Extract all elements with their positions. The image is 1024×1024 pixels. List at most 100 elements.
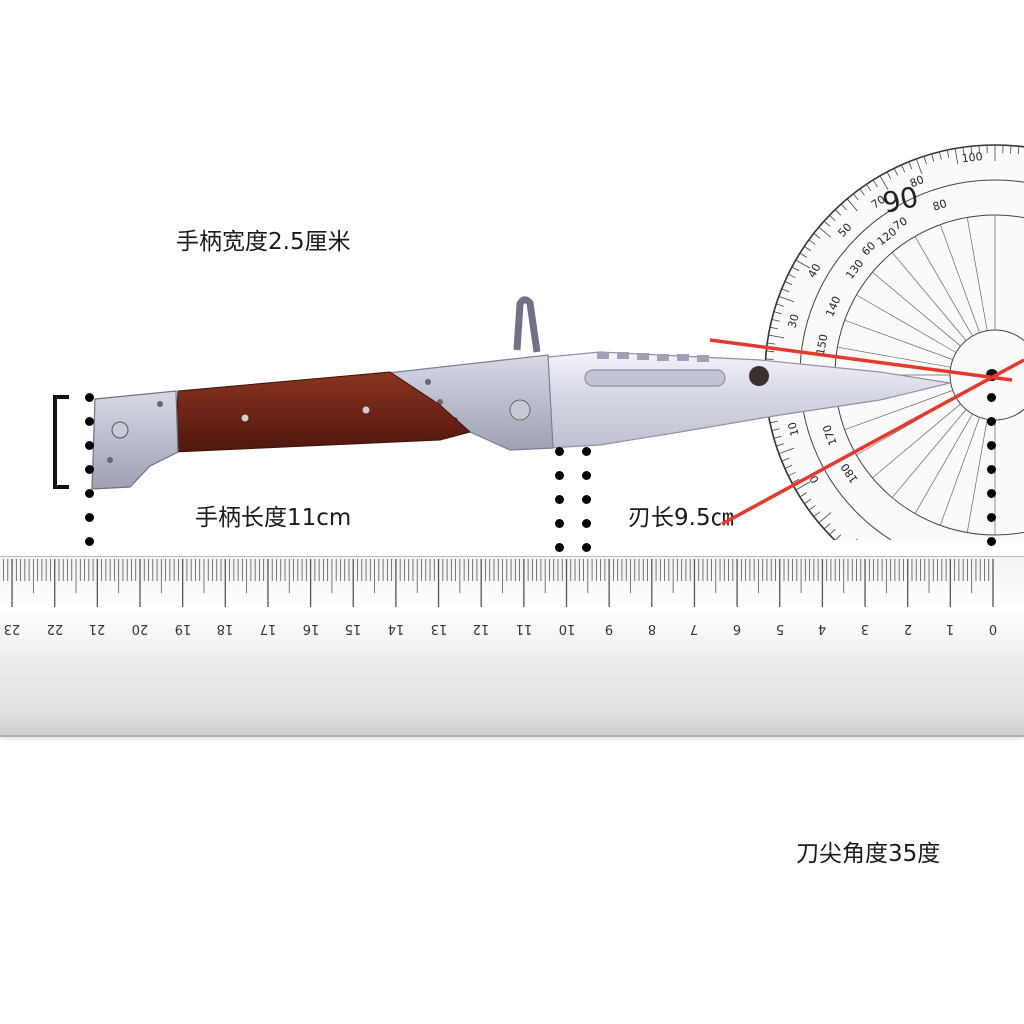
protractor-ray bbox=[914, 413, 973, 514]
guide-dot bbox=[987, 465, 996, 474]
ruler-number: 5 bbox=[775, 621, 784, 636]
protractor-tick bbox=[886, 171, 892, 180]
blade-length-label: 刃长9.5㎝ bbox=[628, 505, 734, 531]
guide-dot bbox=[555, 519, 564, 528]
protractor-number: 10 bbox=[786, 421, 802, 438]
protractor-tick bbox=[978, 145, 980, 154]
guide-dot bbox=[85, 417, 94, 426]
protractor-tick bbox=[1010, 145, 1012, 154]
protractor-90-label: 90 bbox=[880, 180, 922, 220]
ruler-number: 3 bbox=[860, 621, 870, 636]
bolster-button bbox=[509, 399, 531, 421]
protractor-tick bbox=[834, 209, 842, 216]
protractor-ray bbox=[837, 346, 951, 368]
ruler-number: 11 bbox=[515, 621, 533, 636]
ruler-number: 16 bbox=[302, 621, 319, 636]
protractor-tick bbox=[840, 203, 847, 211]
protractor-tick bbox=[784, 464, 793, 469]
protractor-ray bbox=[872, 403, 961, 479]
protractor-number: 80 bbox=[931, 197, 948, 214]
ruler-number: 9 bbox=[605, 621, 614, 636]
guide-dot bbox=[85, 489, 94, 498]
protractor-ray bbox=[891, 409, 967, 498]
protractor-tick bbox=[879, 175, 889, 190]
guide-dot bbox=[555, 495, 564, 504]
protractor-tick bbox=[799, 252, 807, 258]
protractor-tick bbox=[795, 481, 810, 491]
ruler-number: 22 bbox=[46, 621, 63, 636]
ruler-number: 20 bbox=[131, 621, 149, 636]
blade-fuller bbox=[584, 369, 726, 387]
protractor-ray bbox=[856, 294, 957, 353]
protractor-number: 70 bbox=[869, 193, 888, 212]
protractor-tick bbox=[784, 281, 793, 286]
protractor-tick bbox=[818, 226, 832, 238]
guide-dot bbox=[987, 489, 996, 498]
guide-dot bbox=[85, 537, 94, 546]
protractor-ray bbox=[844, 390, 953, 431]
protractor-tick bbox=[931, 153, 935, 162]
guide-dot bbox=[582, 543, 591, 552]
ruler-number: 1 bbox=[946, 621, 955, 636]
protractor-tick bbox=[915, 158, 923, 175]
protractor-tick bbox=[795, 259, 810, 269]
ruler-number: 8 bbox=[647, 621, 656, 636]
ruler-number: 7 bbox=[690, 621, 699, 636]
protractor-tick bbox=[808, 505, 816, 511]
protractor-tick bbox=[791, 266, 800, 272]
ruler-number: 4 bbox=[818, 621, 827, 636]
guide-dot bbox=[85, 465, 94, 474]
protractor-tick bbox=[773, 311, 782, 315]
handle-width-label: 手柄宽度2.5厘米 bbox=[176, 229, 351, 255]
protractor-tick bbox=[859, 188, 865, 196]
protractor-ticks bbox=[765, 145, 1020, 540]
guide-dot bbox=[555, 447, 564, 456]
protractor-tick bbox=[818, 512, 832, 524]
ruler-number: 23 bbox=[3, 621, 21, 636]
protractor-tick bbox=[768, 334, 785, 339]
protractor-tick bbox=[901, 164, 906, 173]
guide-dot bbox=[85, 393, 94, 402]
ruler-number: 15 bbox=[344, 621, 362, 636]
protractor-number: 100 bbox=[961, 150, 983, 165]
protractor-tick bbox=[946, 149, 950, 158]
protractor-ray bbox=[966, 419, 988, 533]
blade-spine-teeth bbox=[597, 352, 709, 362]
protractor-tick bbox=[1017, 146, 1020, 155]
ruler-number: 17 bbox=[259, 621, 277, 636]
protractor-ray bbox=[939, 224, 980, 333]
protractor-tick bbox=[954, 148, 959, 165]
protractor-tick bbox=[804, 498, 812, 504]
protractor-tick bbox=[766, 350, 775, 353]
protractor-tick bbox=[788, 273, 796, 279]
tip-angle-label: 刀尖角度35度 bbox=[796, 841, 941, 867]
protractor-tick bbox=[846, 198, 858, 212]
blade-hole bbox=[749, 366, 769, 386]
protractor-tick bbox=[767, 342, 776, 345]
protractor-tick bbox=[853, 193, 859, 201]
guard-ring bbox=[513, 296, 541, 353]
protractor-tick bbox=[962, 147, 965, 156]
protractor-tick bbox=[938, 151, 942, 160]
guide-dot bbox=[85, 513, 94, 522]
protractor-ray bbox=[872, 271, 961, 347]
tip-angle-line-top bbox=[709, 338, 1013, 382]
protractor-tick bbox=[835, 534, 842, 540]
guide-dot bbox=[85, 441, 94, 450]
protractor-tick bbox=[781, 457, 790, 462]
protractor-ray bbox=[939, 417, 980, 526]
protractor-tick bbox=[776, 443, 784, 447]
guide-dot bbox=[987, 393, 996, 402]
ruler-number: 6 bbox=[732, 621, 742, 636]
protractor-tick bbox=[771, 428, 780, 432]
protractor-tick bbox=[788, 471, 796, 477]
protractor-tick bbox=[791, 478, 800, 484]
pommel bbox=[91, 390, 179, 490]
protractor-tick bbox=[781, 288, 790, 293]
guide-dot bbox=[582, 447, 591, 456]
protractor-tick bbox=[765, 358, 774, 360]
protractor-tick bbox=[970, 146, 973, 155]
protractor-tick bbox=[823, 220, 831, 227]
